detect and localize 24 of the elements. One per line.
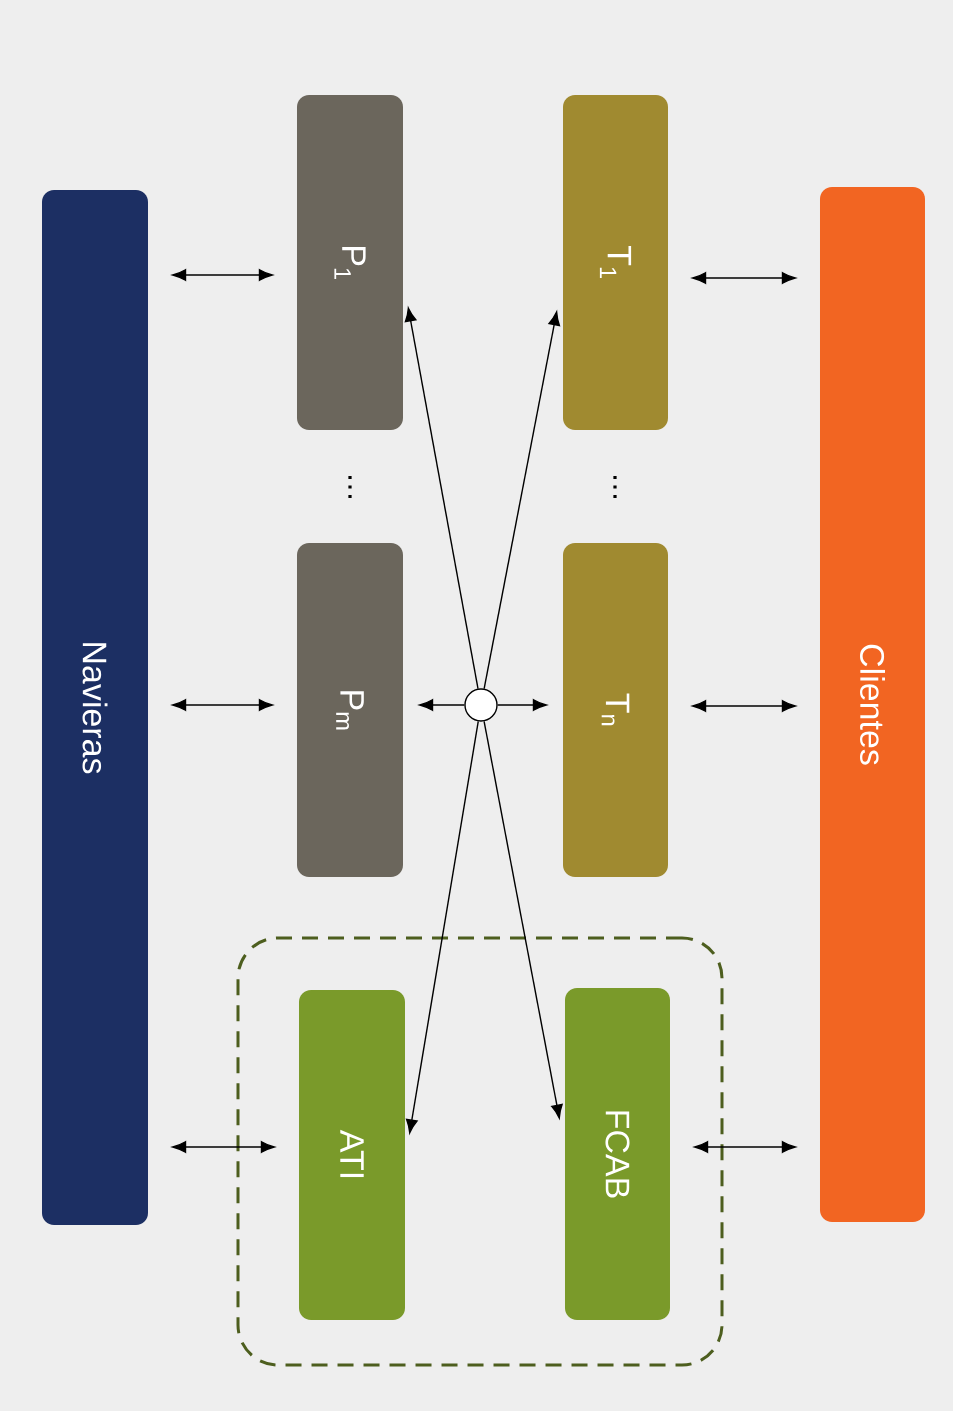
bar: Navieras [42, 190, 148, 1225]
process-box: P$_{1}$ [297, 95, 403, 430]
arrow [172, 699, 273, 711]
arrow [172, 269, 273, 281]
arrow [694, 1141, 796, 1153]
arrow [404, 307, 479, 690]
arrow [405, 720, 479, 1134]
bar: Clientes [820, 187, 925, 1222]
arrow [172, 1141, 275, 1153]
arrow [497, 699, 547, 711]
process-box: T$_{1}$ [563, 95, 668, 430]
process-box: T$_{n}$ [563, 543, 668, 877]
arrow [692, 700, 796, 712]
ellipsis-label: … [613, 476, 617, 498]
ellipsis-label: … [348, 476, 352, 498]
process-box: ATI [299, 990, 405, 1320]
arrow [483, 311, 561, 690]
arrow [419, 699, 465, 711]
hub-circle [464, 688, 498, 722]
dashed-group-box [236, 936, 724, 1367]
arrow [483, 720, 563, 1119]
process-box: P$_{m}$ [297, 543, 403, 877]
process-box: FCAB [565, 988, 670, 1320]
arrow [692, 272, 796, 284]
